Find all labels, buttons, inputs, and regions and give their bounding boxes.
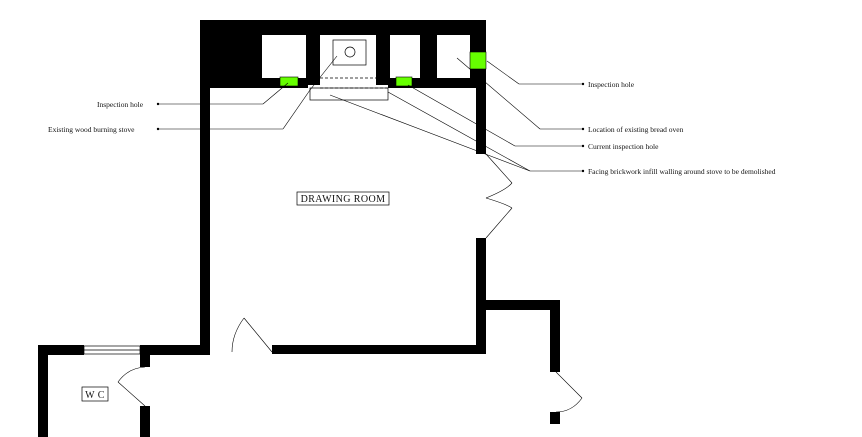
inspection-hole-marker-left bbox=[279, 76, 299, 87]
callout-inspection-hole-left: Inspection hole bbox=[97, 100, 144, 109]
inspection-hole-marker-center bbox=[395, 76, 413, 87]
callout-inspection-hole-right: Inspection hole bbox=[588, 80, 635, 89]
drawing-room-label-box bbox=[296, 191, 390, 206]
callout-current-inspection-hole: Current inspection hole bbox=[588, 142, 659, 151]
callout-facing-brickwork: Facing brickwork infill walling around s… bbox=[588, 167, 776, 176]
wc-label: W C bbox=[85, 390, 105, 401]
drawing-room-walls bbox=[200, 88, 560, 424]
callout-existing-stove: Existing wood burning stove bbox=[48, 125, 135, 134]
facing-brickwork-infill bbox=[309, 77, 389, 101]
wc-walls bbox=[38, 345, 210, 437]
drawing-room-label: DRAWING ROOM bbox=[301, 194, 386, 205]
chimney-breast bbox=[200, 20, 486, 88]
wc-label-box bbox=[81, 386, 109, 402]
wood-burning-stove bbox=[332, 39, 367, 66]
doors bbox=[117, 153, 583, 413]
callout-bread-oven: Location of existing bread oven bbox=[588, 125, 684, 134]
leader-lines bbox=[156, 55, 585, 173]
inspection-hole-marker-right bbox=[469, 51, 487, 70]
